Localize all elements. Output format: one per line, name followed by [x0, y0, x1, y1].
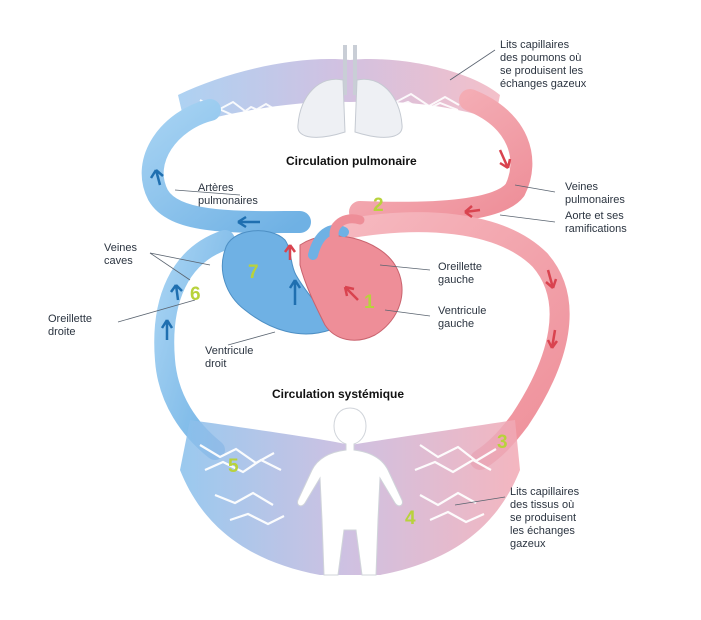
label-tissue-capillaries: Lits capillaires des tissus où se produi… — [510, 486, 582, 550]
label-right-atrium: Oreillette droite — [48, 313, 95, 338]
label-right-ventricle: Ventricule droit — [205, 345, 256, 370]
step-number-7: 7 — [248, 262, 259, 283]
step-number-2: 2 — [373, 195, 384, 216]
label-pulmonary-veins: Veines pulmonaires — [565, 181, 625, 206]
label-pulmonary-arteries: Artères pulmonaires — [198, 182, 258, 207]
human-body-icon — [297, 407, 403, 576]
systemic-circulation-title: Circulation systémique — [272, 387, 404, 401]
label-lung-capillaries: Lits capillaires des poumons où se produ… — [500, 39, 587, 90]
step-number-5: 5 — [228, 456, 239, 477]
label-vena-cava: Veines caves — [104, 242, 140, 267]
pulmonary-circulation-title: Circulation pulmonaire — [286, 154, 417, 168]
step-number-3: 3 — [497, 432, 508, 453]
step-number-6: 6 — [190, 284, 201, 305]
step-numbers: 1 2 3 4 5 6 7 — [190, 195, 508, 529]
lungs-icon — [297, 45, 403, 138]
label-left-atrium: Oreillette gauche — [438, 261, 485, 286]
label-aorta: Aorte et ses ramifications — [565, 210, 627, 235]
leader-lines — [117, 49, 556, 506]
label-left-ventricle: Ventricule gauche — [438, 305, 489, 330]
step-number-1: 1 — [364, 292, 375, 313]
flow-arrows — [149, 149, 559, 349]
step-number-4: 4 — [405, 508, 416, 529]
